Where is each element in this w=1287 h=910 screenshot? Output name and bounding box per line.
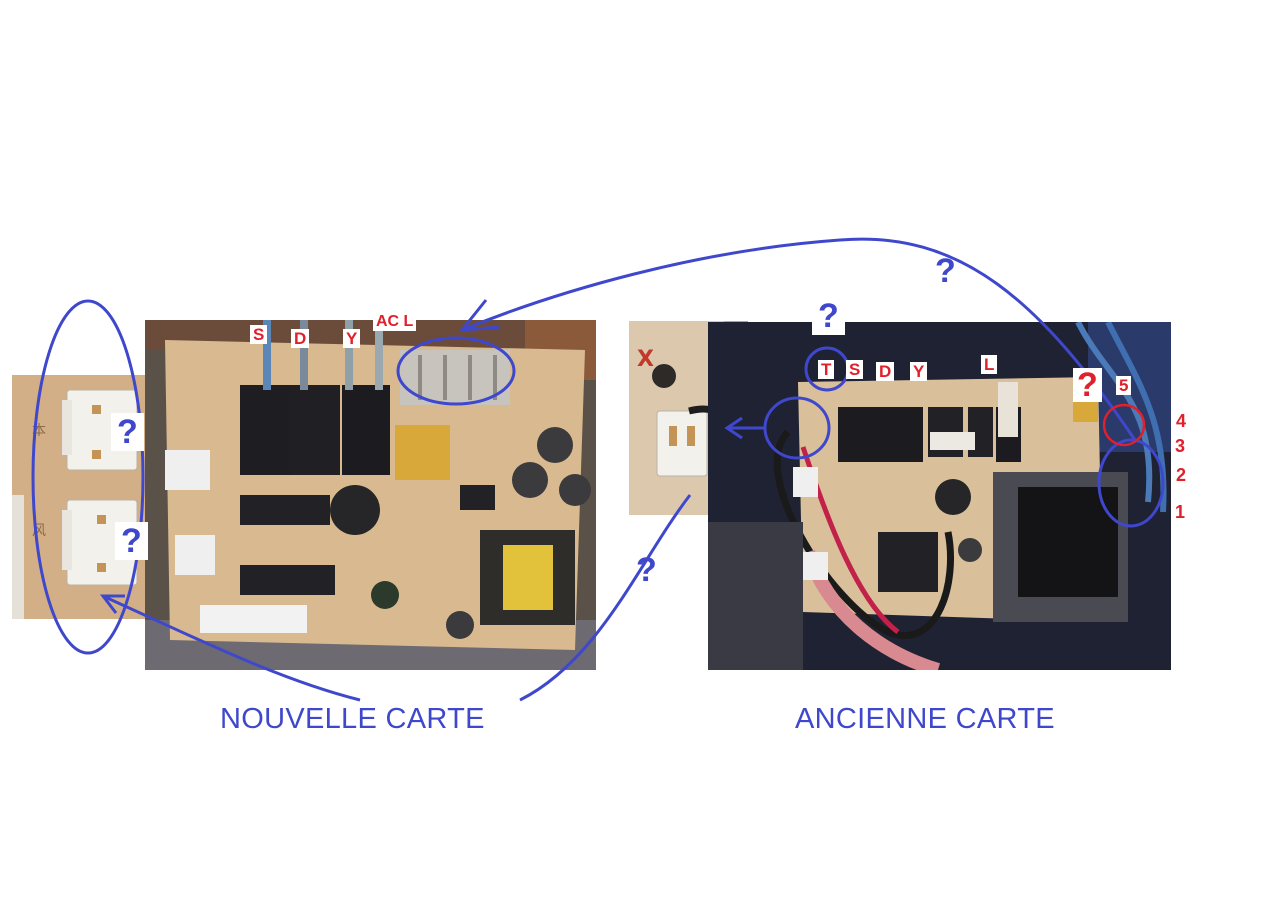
old-board-label-5: 5 [1116, 376, 1132, 395]
question-mark-old-red: ? [1073, 368, 1102, 402]
svg-text:本: 本 [32, 423, 46, 439]
new-board-label-y: Y [343, 329, 361, 348]
svg-text:X: X [637, 347, 654, 372]
old-board-label-y: Y [910, 362, 928, 381]
old-board-label-d: D [876, 362, 895, 381]
svg-text:风: 风 [32, 523, 46, 539]
new-board-label-d: D [291, 329, 310, 348]
old-board-label-t: T [818, 360, 835, 379]
old-board-label-s: S [846, 360, 864, 379]
old-board-number-4: 4 [1176, 411, 1187, 431]
new-board-photo [145, 320, 596, 670]
old-board-number-2: 2 [1176, 465, 1187, 485]
connector-closeup-photo: 本 风 [12, 375, 162, 619]
old-board-number-1: 1 [1175, 502, 1186, 522]
new-board-label-ac-l: AC L [373, 313, 417, 331]
question-mark-arc-bottom: ? [636, 551, 657, 589]
question-mark-arc-top: ? [935, 252, 956, 290]
caption-old-board: ANCIENNE CARTE [795, 703, 1055, 735]
old-board-number-3: 3 [1175, 436, 1186, 456]
new-board-label-s: S [250, 325, 268, 344]
caption-new-board: NOUVELLE CARTE [220, 703, 485, 735]
question-mark-old-t: ? [812, 297, 845, 335]
old-board-label-l: L [981, 355, 998, 374]
question-mark-connector-top: ? [111, 413, 144, 451]
question-mark-connector-bottom: ? [115, 522, 148, 560]
